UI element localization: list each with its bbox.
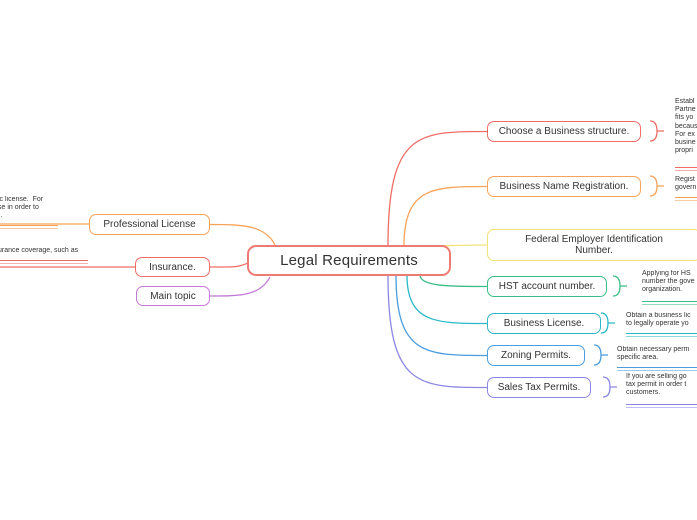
topic-insurance[interactable]: Insurance. [135, 257, 210, 277]
note-underline [0, 228, 58, 229]
connector-right-3 [419, 274, 488, 288]
topic-zoning-permits[interactable]: Zoning Permits. [487, 345, 585, 366]
connector-left-1 [209, 262, 249, 268]
note-underline [0, 225, 58, 226]
note-name-registration[interactable]: Regist govern [675, 176, 697, 192]
brace-1 [649, 175, 664, 197]
note-underline [617, 370, 697, 371]
connector-right-1 [403, 185, 488, 247]
note-underline [675, 200, 697, 201]
topic-main-topic[interactable]: Main topic [136, 286, 210, 306]
connector-right-4 [406, 274, 488, 325]
note-underline [642, 304, 697, 305]
topic-hst-account-number[interactable]: HST account number. [487, 276, 607, 297]
connector-right-5 [395, 274, 488, 357]
connector-left-0 [209, 223, 276, 246]
note-underline [626, 407, 697, 408]
brace-6 [602, 376, 617, 398]
connector-left-2 [209, 276, 271, 297]
central-topic[interactable]: Legal Requirements [247, 245, 451, 276]
topic-business-name-registration[interactable]: Business Name Registration. [487, 176, 641, 197]
note-insurance[interactable]: urance coverage, such as [0, 247, 79, 254]
note-business-license[interactable]: Obtain a business lic to legally operate… [626, 312, 691, 328]
brace-5 [593, 344, 608, 366]
note-underline [0, 260, 88, 261]
note-underline [675, 197, 697, 198]
note-professional-license[interactable]: ic license. For se in order to ). [0, 196, 44, 220]
topic-choose-business-structure[interactable]: Choose a Business structure. [487, 121, 641, 142]
topic-professional-license[interactable]: Professional License [89, 214, 210, 235]
note-underline [626, 333, 697, 334]
brace-4 [600, 312, 615, 334]
topic-business-license[interactable]: Business License. [487, 313, 601, 334]
note-hst-account[interactable]: Applying for HS number the gove organiza… [642, 270, 695, 294]
note-underline [642, 301, 697, 302]
note-business-structure[interactable]: Establ Partne fits yo becaus For ex busi… [675, 98, 697, 155]
topic-sales-tax-permits[interactable]: Sales Tax Permits. [487, 377, 591, 398]
note-zoning-permits[interactable]: Obtain necessary perm specific area. [617, 346, 690, 362]
note-underline [675, 167, 697, 168]
note-underline [0, 263, 88, 264]
note-sales-tax-permits[interactable]: If you are selling go tax permit in orde… [626, 373, 687, 397]
connector-right-0 [387, 130, 488, 247]
brace-3 [612, 275, 627, 297]
brace-0 [649, 120, 664, 142]
note-underline [626, 404, 697, 405]
topic-federal-employer-identification-number[interactable]: Federal Employer Identification Number. [487, 229, 697, 261]
note-underline [626, 336, 697, 337]
note-underline [617, 367, 697, 368]
note-underline [675, 170, 697, 171]
connector-right-6 [387, 274, 488, 389]
